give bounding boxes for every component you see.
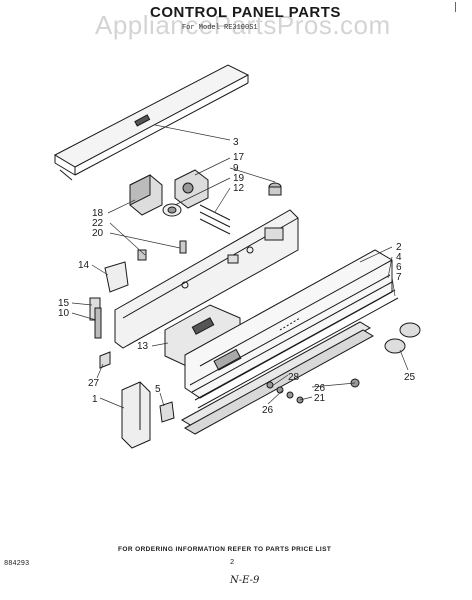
callout-7: 7 [396, 272, 402, 283]
callout-19: 19 [233, 173, 245, 184]
callout-4: 4 [396, 252, 402, 263]
callout-15: 15 [58, 298, 70, 309]
bracket-part-14 [104, 261, 129, 293]
callout-3: 3 [233, 137, 239, 148]
callout-20: 20 [92, 228, 104, 239]
corner-mark [455, 2, 456, 12]
callout-26: 26 [314, 383, 326, 394]
callout-27: 27 [88, 378, 100, 389]
leader-lines [71, 124, 409, 409]
handwritten-note: N-E-9 [230, 575, 260, 586]
page-title: CONTROL PANEL PARTS [150, 4, 341, 21]
callout-1: 1 [92, 394, 98, 405]
switch-block-part-17 [174, 169, 209, 209]
model-subtitle: For Model RE3100S1 [182, 24, 258, 32]
front-panel-part-2 [184, 249, 393, 399]
clip-part-5 [159, 401, 175, 423]
trim-rails-part-4-6-7 [189, 274, 399, 409]
knobs-part-25 [384, 322, 421, 354]
lower-trim-strip [180, 321, 375, 435]
page-number: 2 [230, 559, 235, 567]
callout-9: 9 [233, 163, 239, 174]
callout-21: 21 [314, 393, 326, 404]
callout-2: 2 [396, 242, 402, 253]
callout-22: 22 [92, 218, 104, 229]
document-number: 884293 [4, 560, 30, 568]
callout-25: 25 [404, 372, 416, 383]
screws-part-12 [199, 204, 231, 235]
trim-strip-part-3 [53, 64, 250, 181]
switch-block-part-18 [129, 174, 163, 216]
callout-10: 10 [58, 308, 70, 319]
callout-26-lower: 26 [262, 405, 274, 416]
clip-part-27 [99, 351, 111, 369]
callout-17: 17 [233, 152, 245, 163]
callout-14: 14 [78, 260, 90, 271]
callout-5: 5 [155, 384, 161, 395]
clip-part-20 [137, 249, 147, 261]
callout-28: 28 [288, 372, 300, 383]
knob-stem-part-9 [268, 182, 282, 196]
callout-6: 6 [396, 262, 402, 273]
end-cap-part-1 [121, 381, 151, 449]
latch-part-15-10 [89, 297, 102, 339]
bracket-part-19 [162, 203, 182, 217]
ordering-note: FOR ORDERING INFORMATION REFER TO PARTS … [118, 546, 332, 553]
clip-part-22 [179, 240, 187, 254]
callout-13: 13 [137, 341, 149, 352]
callout-12: 12 [233, 183, 245, 194]
console-rear-panel [114, 209, 299, 349]
callout-18: 18 [92, 208, 104, 219]
